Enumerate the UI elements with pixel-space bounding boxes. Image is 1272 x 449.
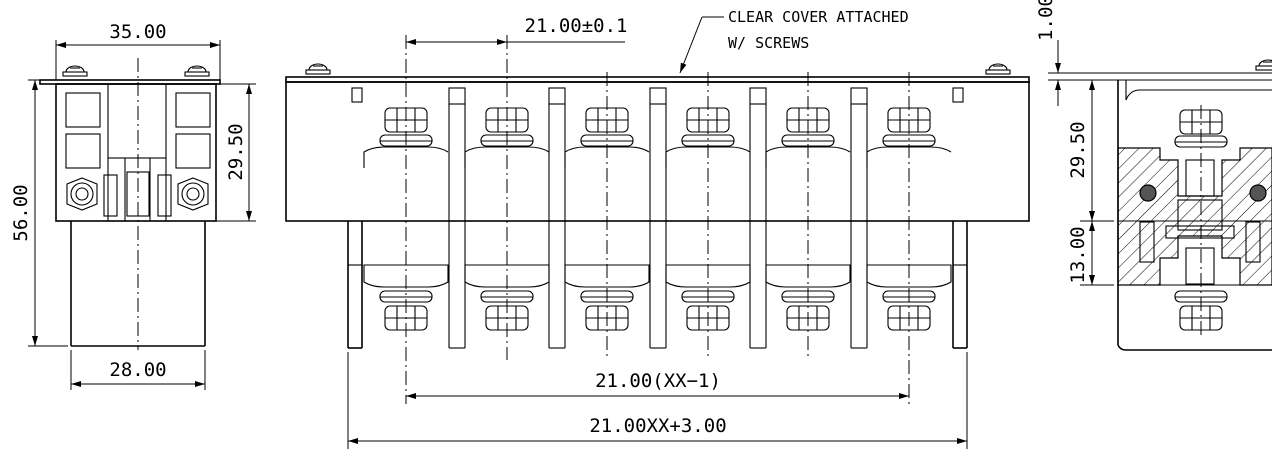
dim-side-lower: 13.00: [1067, 226, 1089, 283]
terminal-6: [866, 107, 952, 331]
dim-front-cover-height: 29.50: [225, 123, 247, 180]
terminal-1: [363, 107, 449, 331]
dim-side-height: 29.50: [1067, 121, 1089, 178]
hex-nut-icon: [177, 177, 209, 211]
terminal-3: [564, 107, 650, 331]
side-view: 1.00 29.50 13.00: [1035, 0, 1272, 351]
note-line-1: CLEAR COVER ATTACHED: [728, 8, 909, 26]
dim-total-length: 21.00XX+3.00: [589, 415, 726, 437]
front-view: 35.00 56.00 29.50 28.00: [10, 21, 256, 390]
cover-screw-icon: [305, 63, 331, 75]
terminal-5: [765, 107, 851, 331]
cover-screw-icon: [985, 63, 1011, 75]
main-view: 21.00±0.1 CLEAR COVER ATTACHED W/ SCREWS…: [285, 8, 1030, 449]
dim-front-width: 35.00: [109, 21, 166, 43]
hex-nut-icon: [66, 177, 98, 211]
dim-pitch-span: 21.00(XX−1): [595, 370, 721, 392]
cover-screw-icon: [184, 65, 210, 77]
cover-screw-icon: [1255, 59, 1272, 71]
dim-front-bottom-width: 28.00: [109, 359, 166, 381]
terminal-4: [665, 107, 751, 331]
dim-cover-thickness: 1.00: [1035, 0, 1057, 41]
note-line-2: W/ SCREWS: [728, 34, 809, 52]
terminal-2: [464, 107, 550, 331]
cover-screw-icon: [62, 65, 88, 77]
dim-front-height: 56.00: [10, 184, 32, 241]
dim-pitch: 21.00±0.1: [525, 15, 628, 37]
